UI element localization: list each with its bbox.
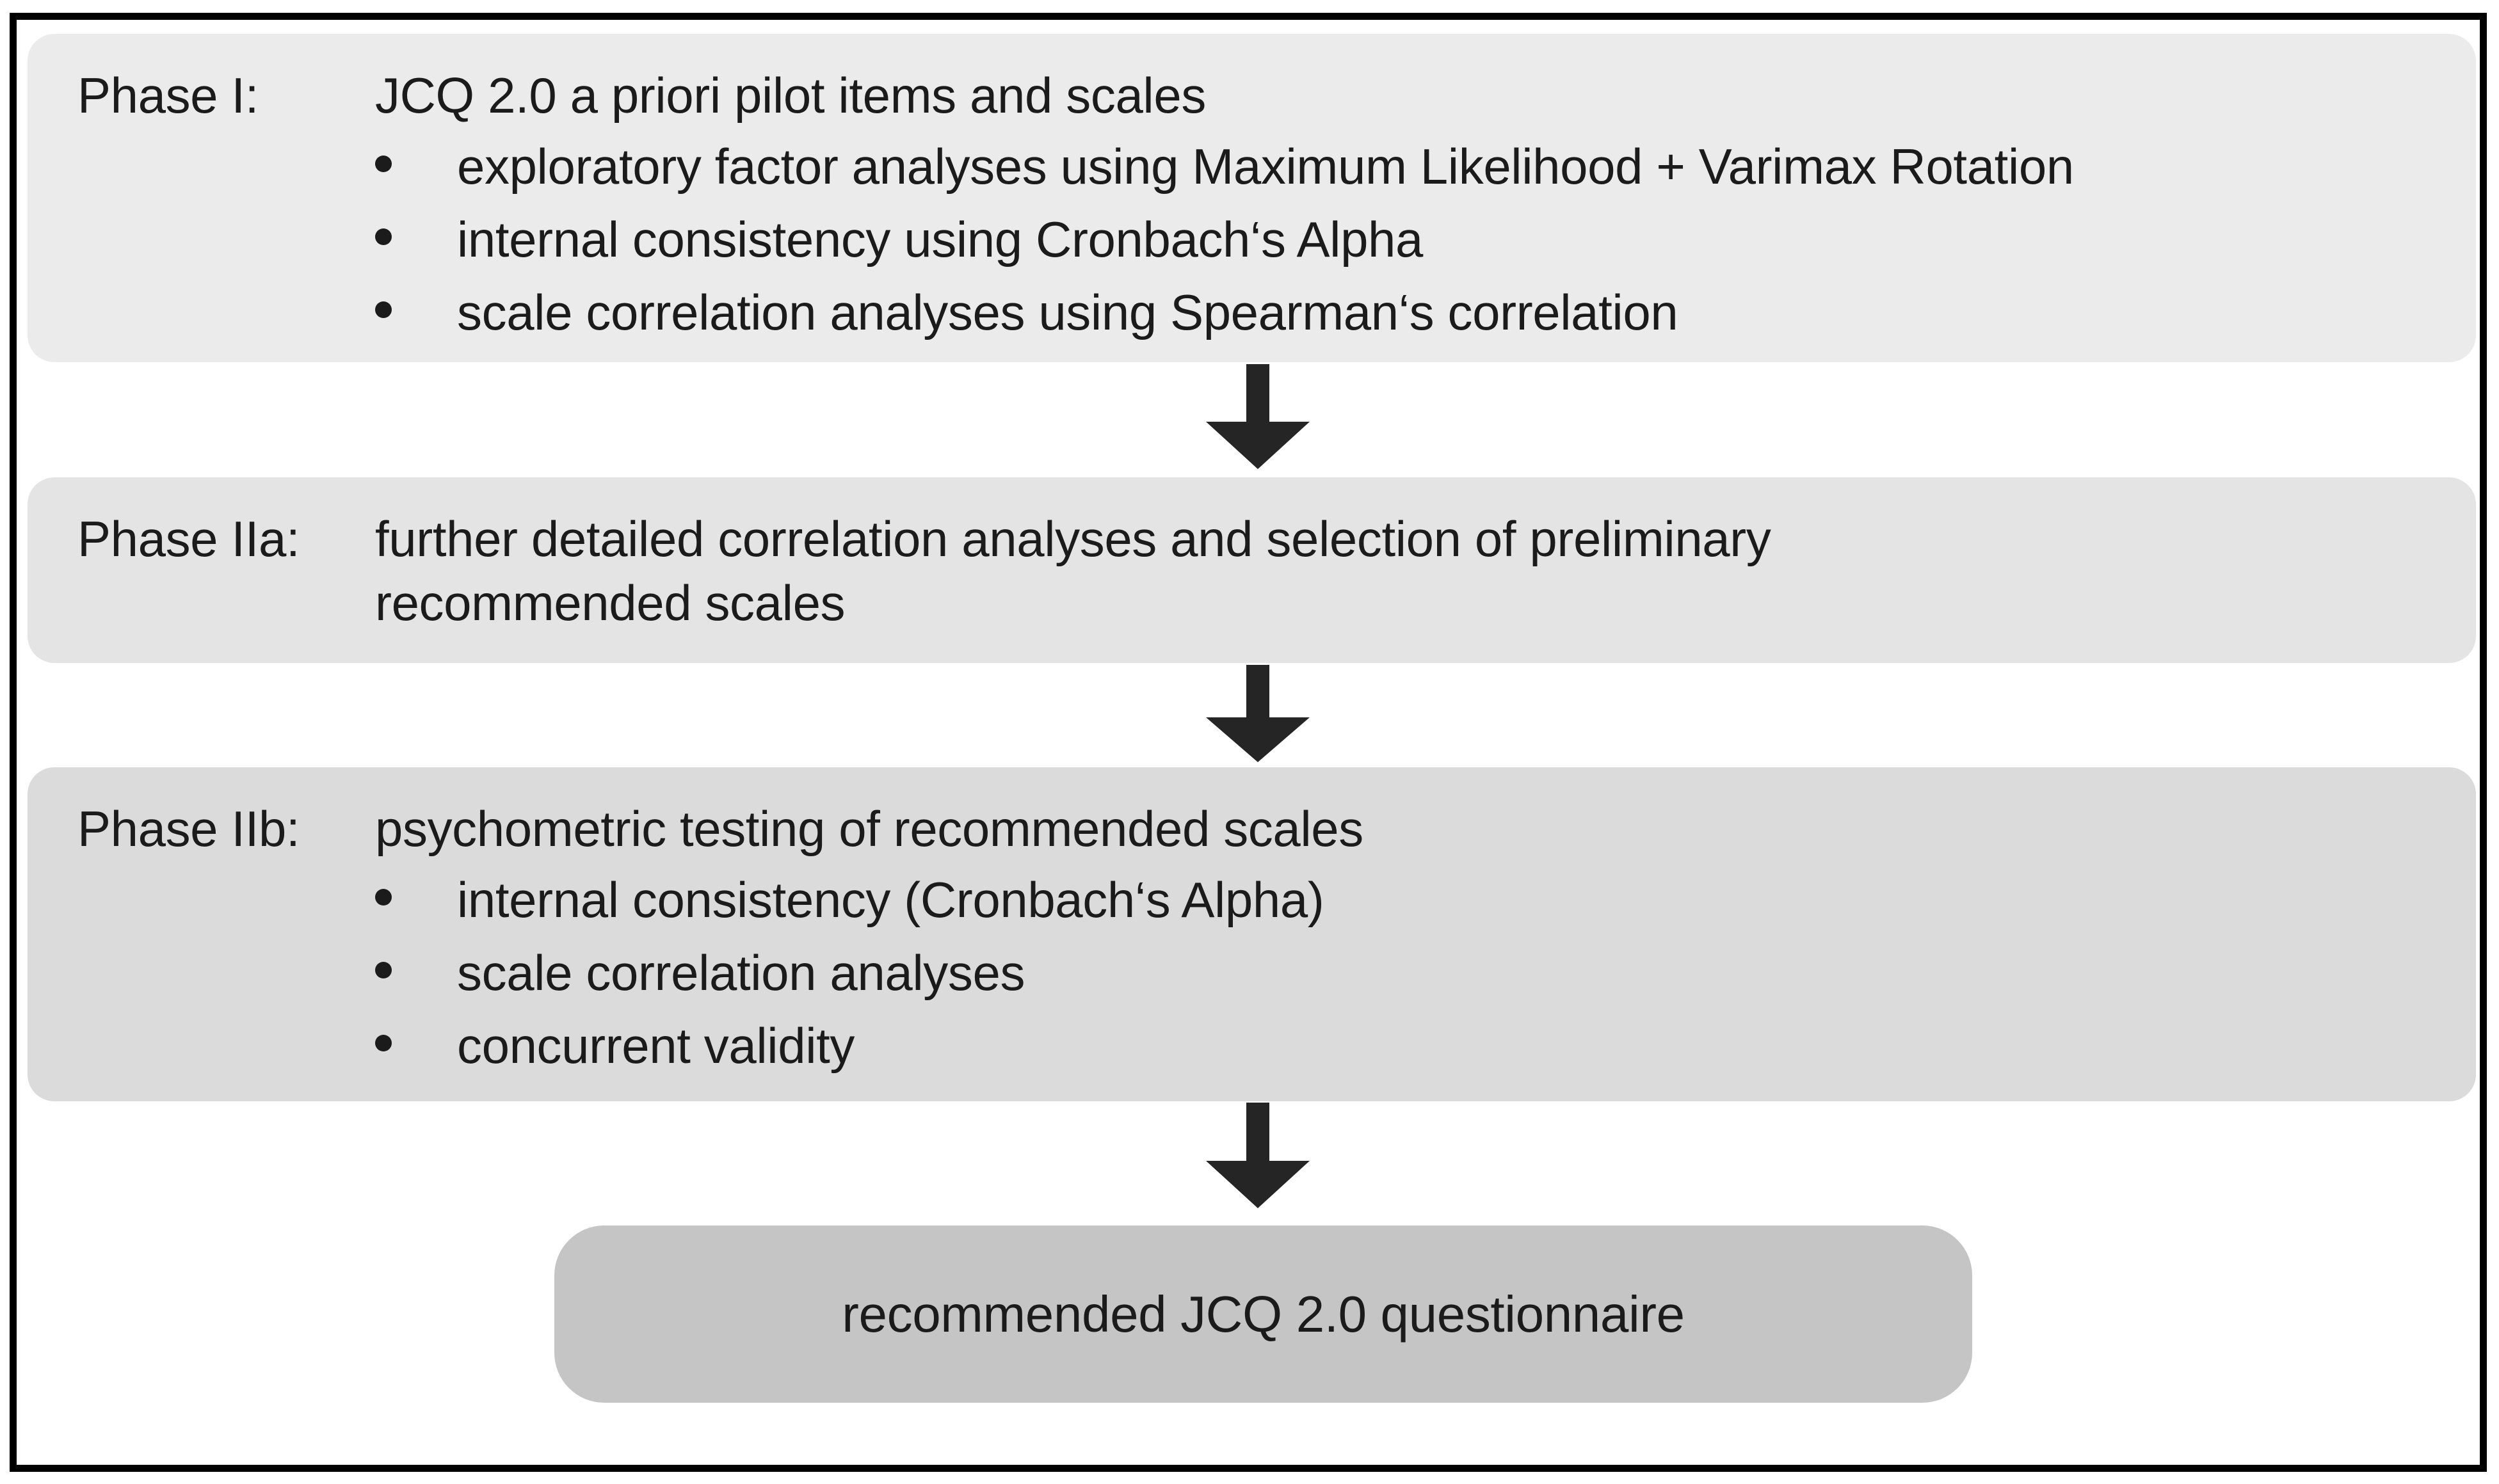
- phase-2b-headline: psychometric testing of recommended scal…: [375, 801, 1363, 857]
- phase-2a-label: Phase IIa:: [77, 511, 300, 567]
- phase-2a-subline: recommended scales: [375, 575, 846, 631]
- bullet-dot-icon: [375, 1035, 392, 1051]
- phase-2b-bullet-list: internal consistency (Cronbach‘s Alpha) …: [375, 863, 1324, 1082]
- phase-1-panel: Phase I: JCQ 2.0 a priori pilot items an…: [28, 34, 2476, 362]
- phase-2b-bullet-1: internal consistency (Cronbach‘s Alpha): [457, 872, 1324, 928]
- phase-1-headline: JCQ 2.0 a priori pilot items and scales: [375, 67, 1206, 124]
- phase-2a-heading-row: Phase IIa: further detailed correlation …: [77, 507, 1771, 571]
- phase-2b-bullet-3: concurrent validity: [457, 1017, 855, 1074]
- result-label: recommended JCQ 2.0 questionnaire: [842, 1285, 1685, 1343]
- flowchart-figure: Phase I: JCQ 2.0 a priori pilot items an…: [10, 13, 2487, 1472]
- down-arrow-icon: [1206, 665, 1310, 762]
- bullet-dot-icon: [375, 889, 392, 906]
- phase-2b-label: Phase IIb:: [77, 801, 300, 857]
- phase-1-bullet-2: internal consistency using Cronbach‘s Al…: [457, 211, 1424, 267]
- phase-2b-panel: Phase IIb: psychometric testing of recom…: [28, 767, 2476, 1101]
- bullet-dot-icon: [375, 228, 392, 245]
- phase-2a-panel: Phase IIa: further detailed correlation …: [28, 477, 2476, 663]
- phase-2a-headline: further detailed correlation analyses an…: [375, 511, 1771, 567]
- list-item: concurrent validity: [375, 1009, 1324, 1082]
- phase-1-bullet-list: exploratory factor analyses using Maximu…: [375, 130, 2074, 349]
- result-panel: recommended JCQ 2.0 questionnaire: [554, 1225, 1972, 1403]
- phase-2b-bullet-2: scale correlation analyses: [457, 945, 1025, 1001]
- list-item: internal consistency (Cronbach‘s Alpha): [375, 863, 1324, 936]
- phase-1-heading-row: Phase I: JCQ 2.0 a priori pilot items an…: [77, 63, 1206, 127]
- bullet-dot-icon: [375, 301, 392, 318]
- phase-1-label: Phase I:: [77, 67, 259, 124]
- list-item: scale correlation analyses using Spearma…: [375, 276, 2074, 349]
- phase-1-bullet-1: exploratory factor analyses using Maximu…: [457, 138, 2074, 195]
- bullet-dot-icon: [375, 962, 392, 978]
- down-arrow-icon: [1206, 1103, 1310, 1208]
- list-item: exploratory factor analyses using Maximu…: [375, 130, 2074, 203]
- list-item: scale correlation analyses: [375, 936, 1324, 1009]
- bullet-dot-icon: [375, 156, 392, 172]
- down-arrow-icon: [1206, 364, 1310, 469]
- phase-1-bullet-3: scale correlation analyses using Spearma…: [457, 284, 1678, 340]
- list-item: internal consistency using Cronbach‘s Al…: [375, 203, 2074, 276]
- phase-2b-heading-row: Phase IIb: psychometric testing of recom…: [77, 797, 1363, 861]
